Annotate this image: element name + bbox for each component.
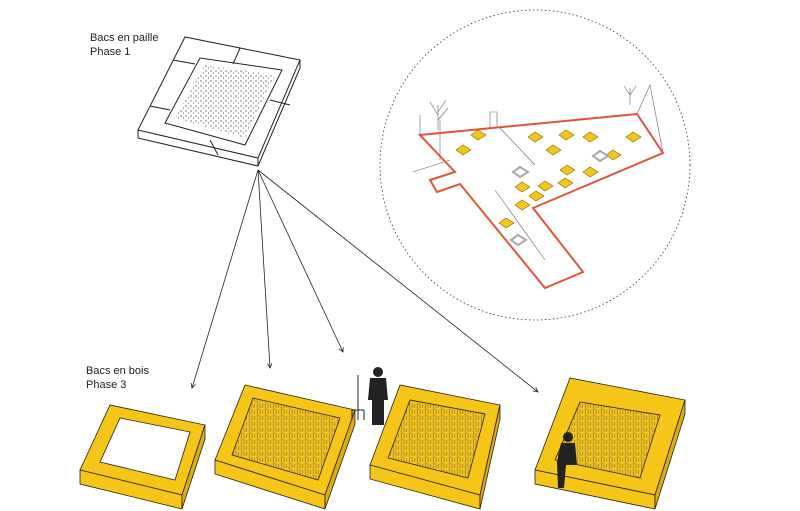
arrows [192,169,538,392]
site-gray-box [511,165,530,179]
site-gray-box [591,149,610,163]
wooden-box [534,377,686,510]
wooden-box [369,384,501,510]
wooden-boxes [79,377,686,510]
site-wood-box [582,166,599,178]
straw-bed-title: Bacs en paille [90,32,159,44]
site-wood-box [625,131,642,143]
site-wood-box [559,164,576,176]
site-gray-box [509,233,528,247]
site-wood-box [498,217,515,229]
site-wood-box [605,149,622,161]
wood-bed-label: Bacs en bois Phase 3 [86,364,149,392]
site-boundary [417,112,665,290]
site-wood-box [528,190,545,202]
site-plan [379,9,691,321]
wooden-box [214,384,356,510]
wooden-box [79,404,206,510]
sitting-figure [557,432,577,488]
wood-bed-phase: Phase 3 [86,379,127,391]
site-wood-box [582,131,599,143]
site-wood-box [455,144,472,156]
farmer-figure [351,367,388,425]
straw-bed-phase: Phase 1 [90,46,131,58]
site-wood-box [514,181,531,193]
site-wood-box [470,129,487,141]
site-wood-box [545,144,562,156]
site-wood-boxes [455,129,642,247]
wood-bed-title: Bacs en bois [86,365,149,377]
site-wood-box [557,177,574,189]
site-wood-box [527,131,544,143]
straw-bed-label: Bacs en paille Phase 1 [90,31,159,59]
site-walls [412,84,664,261]
site-wood-box [514,199,531,211]
straw-bed-illustration [137,36,301,167]
site-wood-box [537,180,554,192]
site-wood-box [558,129,575,141]
site-plan-circle [379,9,691,321]
